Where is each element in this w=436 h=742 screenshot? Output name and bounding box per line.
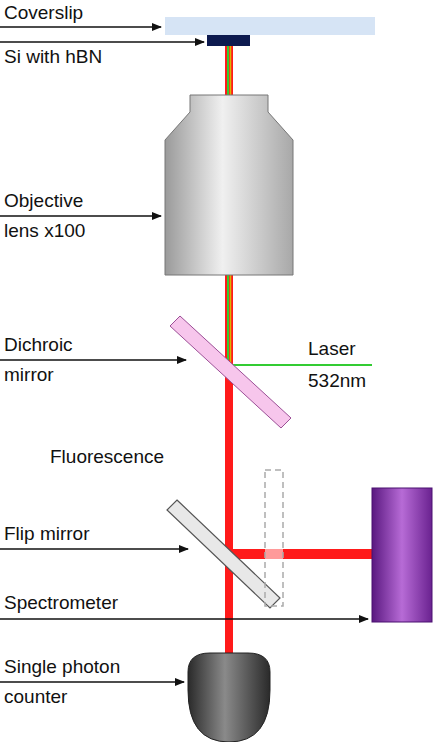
part-label: Dichroic mirror [4, 330, 99, 390]
flip-mirror [167, 500, 280, 608]
leader-arrow [0, 681, 184, 683]
leader-arrow [0, 215, 161, 217]
single-photon-counter [188, 653, 270, 742]
part-label: Single photon counter [4, 652, 139, 712]
beam-through-flip [265, 549, 283, 559]
leader-arrow [0, 359, 186, 361]
spectrometer [372, 488, 432, 622]
part-label: Spectrometer [4, 592, 118, 614]
part-label: Fluorescence [50, 446, 164, 468]
objective-lens [165, 95, 293, 275]
part-label: Laser 532nm [308, 333, 380, 397]
leader-arrow [0, 41, 204, 43]
laser-beam [229, 364, 372, 366]
dichroic-mirror [170, 316, 291, 428]
part-label: Flip mirror [4, 523, 90, 545]
si-sample [207, 35, 250, 46]
leader-arrow [0, 618, 368, 620]
leader-arrow [0, 26, 161, 28]
flip-mirror-alt-position [265, 470, 283, 606]
leader-arrow [0, 548, 188, 550]
part-label: Coverslip [4, 2, 83, 24]
coverslip [165, 17, 375, 35]
part-label: Objective lens x100 [4, 186, 114, 246]
part-label: Si with hBN [4, 46, 102, 68]
spectrometer-beam [232, 549, 372, 559]
